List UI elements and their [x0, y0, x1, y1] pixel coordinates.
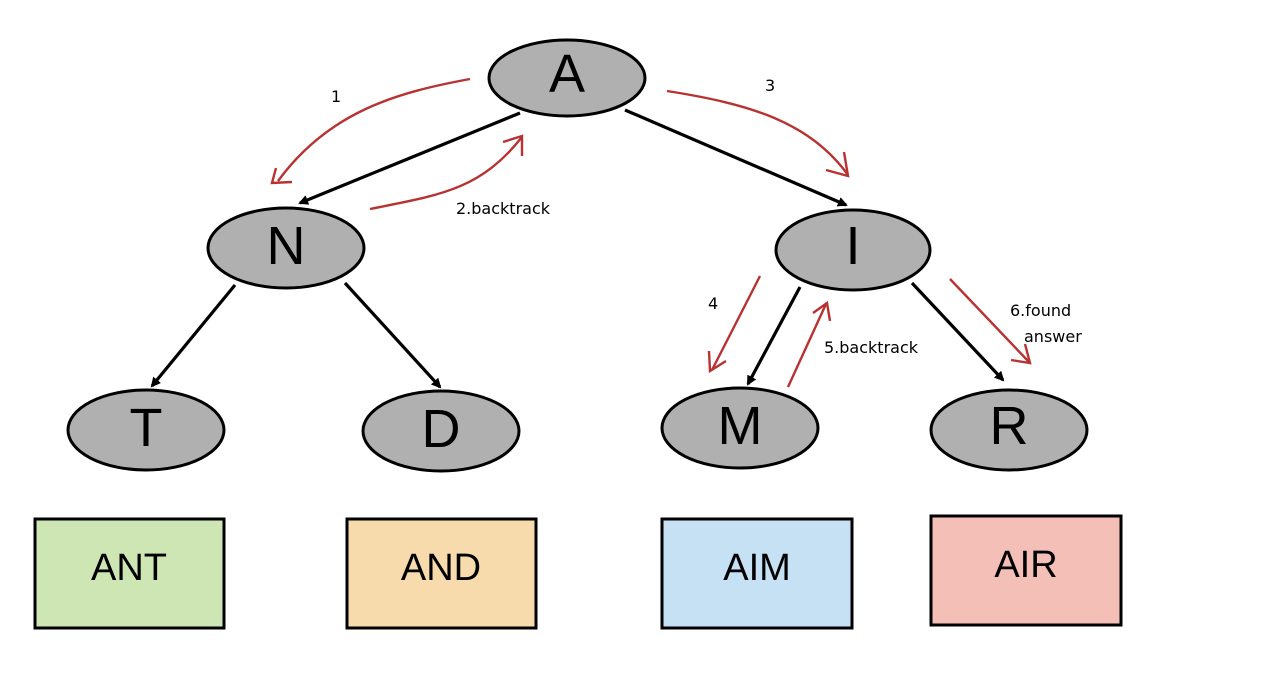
- tree-edges: [150, 108, 1005, 389]
- node-m-letter: M: [718, 396, 763, 456]
- word-box-aim-label: AIM: [723, 547, 791, 589]
- node-d-ellipse: [361, 389, 521, 473]
- traversal-arrows: [270, 77, 1032, 388]
- step-4-arrow: [707, 275, 762, 374]
- edge-a-i: [624, 108, 848, 207]
- edge-i-r: [910, 281, 1005, 382]
- node-a-letter: A: [549, 44, 585, 104]
- node-n-letter: N: [267, 216, 306, 276]
- node-r: R: [929, 388, 1089, 472]
- word-box-ant-rect: [33, 517, 226, 630]
- node-n-ellipse: [206, 206, 366, 290]
- step-3-label: 3: [765, 76, 775, 95]
- node-n: N: [206, 206, 366, 290]
- node-m-ellipse: [660, 386, 820, 470]
- node-r-letter: R: [990, 396, 1029, 456]
- step-2-label: 2.backtrack: [456, 199, 551, 218]
- node-t: T: [66, 388, 226, 472]
- step-6-label-line1: 6.found: [1010, 301, 1071, 320]
- word-box-and-rect: [345, 517, 538, 630]
- edge-a-n: [298, 111, 521, 205]
- node-r-ellipse: [929, 388, 1089, 472]
- node-m: M: [660, 386, 820, 470]
- step-6-label-line2: answer: [1024, 327, 1082, 346]
- step-5-arrow: [786, 300, 832, 388]
- step-6-arrow: [949, 278, 1032, 365]
- word-box-ant-label: ANT: [91, 547, 167, 589]
- node-a-ellipse: [487, 38, 647, 118]
- node-i-letter: I: [845, 216, 860, 276]
- step-2-arrow: [369, 134, 524, 211]
- word-box-air: AIR: [929, 514, 1123, 627]
- word-box-and: AND: [345, 517, 538, 630]
- step-labels: 1 2.backtrack 3 4 5.backtrack 6.found an…: [331, 76, 1082, 357]
- word-box-aim: AIM: [660, 517, 854, 630]
- word-box-and-label: AND: [401, 547, 481, 589]
- step-1-label: 1: [331, 87, 341, 106]
- edge-n-d: [343, 281, 442, 389]
- step-4-label: 4: [708, 294, 718, 313]
- node-d: D: [361, 389, 521, 473]
- edge-i-m: [746, 286, 802, 386]
- edge-n-t: [150, 283, 237, 388]
- node-i-ellipse: [774, 208, 932, 292]
- step-1-arrow: [270, 77, 471, 185]
- node-i: I: [774, 208, 932, 292]
- node-d-letter: D: [422, 399, 461, 459]
- node-t-ellipse: [66, 388, 226, 472]
- node-a: A: [487, 38, 647, 118]
- word-box-air-rect: [929, 514, 1123, 627]
- word-box-aim-rect: [660, 517, 854, 630]
- word-box-ant: ANT: [33, 517, 226, 630]
- node-t-letter: T: [130, 398, 163, 458]
- step-3-arrow: [666, 89, 850, 178]
- step-5-label: 5.backtrack: [824, 338, 919, 357]
- word-box-air-label: AIR: [994, 544, 1057, 586]
